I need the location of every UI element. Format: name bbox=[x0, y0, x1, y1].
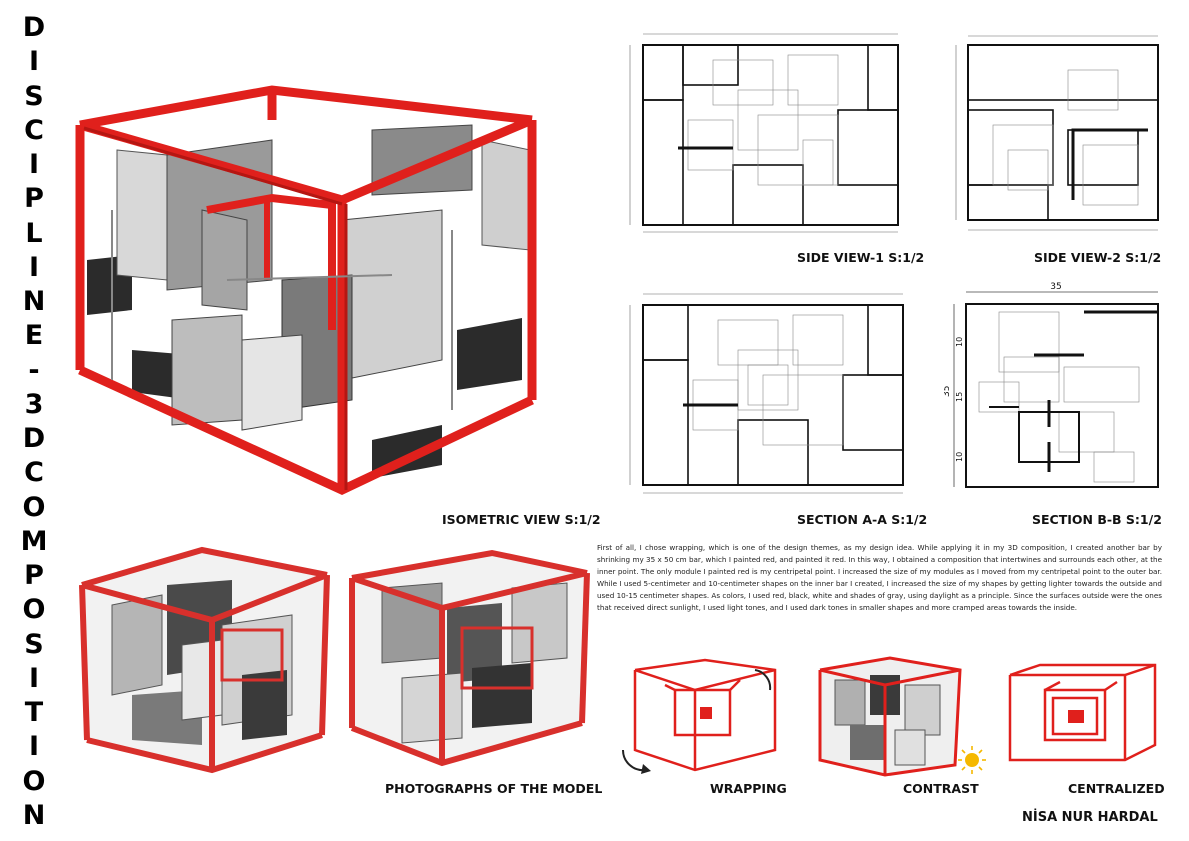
dimension-15-label: 15 bbox=[955, 392, 964, 402]
title-letter: C bbox=[24, 457, 44, 489]
title-letter: M bbox=[20, 525, 48, 557]
title-letter: 3 bbox=[24, 388, 44, 420]
title-letter: I bbox=[28, 662, 40, 694]
title-letter: I bbox=[28, 251, 40, 283]
model-photo-1 bbox=[72, 545, 334, 775]
title-letter: - bbox=[28, 354, 40, 386]
photos-caption: PHOTOGRAPHS OF THE MODEL bbox=[385, 781, 603, 796]
title-letter: N bbox=[22, 799, 46, 831]
title-letter: P bbox=[24, 183, 44, 215]
description-text: First of all, I chose wrapping, which is… bbox=[597, 543, 1162, 613]
title-letter: I bbox=[28, 731, 40, 763]
section-a-drawing bbox=[618, 290, 918, 505]
dimension-top-label: 35 bbox=[1050, 282, 1061, 292]
isometric-view bbox=[72, 80, 562, 510]
title-letter: P bbox=[24, 560, 44, 591]
title-letter: O bbox=[22, 765, 46, 797]
wrapping-caption: WRAPPING bbox=[710, 781, 787, 796]
author-name: NİSA NUR HARDAL bbox=[1022, 810, 1158, 825]
title-letter: S bbox=[24, 80, 44, 112]
title-letter: I bbox=[28, 46, 40, 78]
dimension-side-label: 35 bbox=[944, 386, 952, 397]
centralized-diagram bbox=[1005, 660, 1165, 775]
section-b-drawing: 35 35 10 15 10 bbox=[944, 282, 1166, 497]
title-letter: O bbox=[22, 491, 46, 523]
side-view-2-caption: SIDE VIEW-2 S:1/2 bbox=[1034, 250, 1162, 265]
title-letter: D bbox=[22, 423, 46, 454]
title-letter: C bbox=[24, 114, 44, 146]
section-b-caption: SECTION B-B S:1/2 bbox=[1032, 512, 1162, 527]
model-photo-2 bbox=[342, 548, 592, 773]
title-letter: N bbox=[22, 286, 46, 317]
side-view-2-drawing bbox=[948, 30, 1163, 240]
centralized-caption: CENTRALIZED bbox=[1068, 781, 1165, 796]
contrast-diagram bbox=[800, 640, 990, 780]
title-letter: D bbox=[22, 12, 46, 43]
moon-icon bbox=[806, 644, 822, 664]
dimension-10a-label: 10 bbox=[955, 337, 964, 347]
isometric-caption: ISOMETRIC VIEW S:1/2 bbox=[442, 512, 601, 527]
title-letter: I bbox=[28, 149, 40, 180]
title-letter: S bbox=[24, 628, 44, 660]
wrapping-diagram bbox=[615, 655, 790, 775]
side-view-1-caption: SIDE VIEW-1 S:1/2 bbox=[797, 250, 925, 265]
title-letter: O bbox=[22, 594, 46, 626]
dimension-10b-label: 10 bbox=[955, 452, 964, 462]
sun-icon bbox=[958, 746, 986, 774]
side-view-1-drawing bbox=[618, 30, 908, 240]
title-letter: E bbox=[24, 320, 44, 352]
section-a-caption: SECTION A-A S:1/2 bbox=[797, 512, 928, 527]
title-letter: T bbox=[24, 697, 44, 728]
title-letter: L bbox=[25, 217, 43, 249]
contrast-caption: CONTRAST bbox=[903, 781, 979, 796]
